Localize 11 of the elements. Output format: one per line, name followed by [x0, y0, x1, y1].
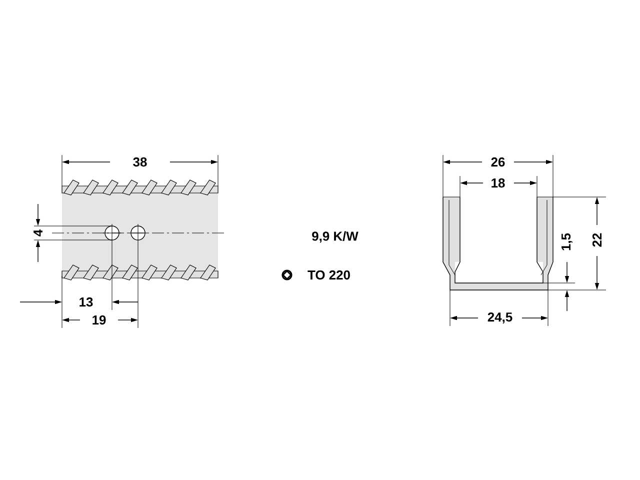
- dimension-label: 1,5: [560, 232, 574, 252]
- thermal-resistance-label: 9,9 K/W: [310, 230, 360, 244]
- dimension-label: 19: [90, 314, 108, 326]
- package-label: TO 220: [306, 269, 352, 281]
- dimension-label: 22: [591, 232, 603, 248]
- dimension-label: 38: [132, 156, 148, 168]
- dimension-label: 26: [490, 156, 506, 168]
- dimension-label: 18: [490, 177, 506, 189]
- dimension-label: 13: [78, 296, 94, 308]
- dimension-label: 4: [32, 228, 44, 238]
- dimension-label: 24,5: [486, 311, 514, 325]
